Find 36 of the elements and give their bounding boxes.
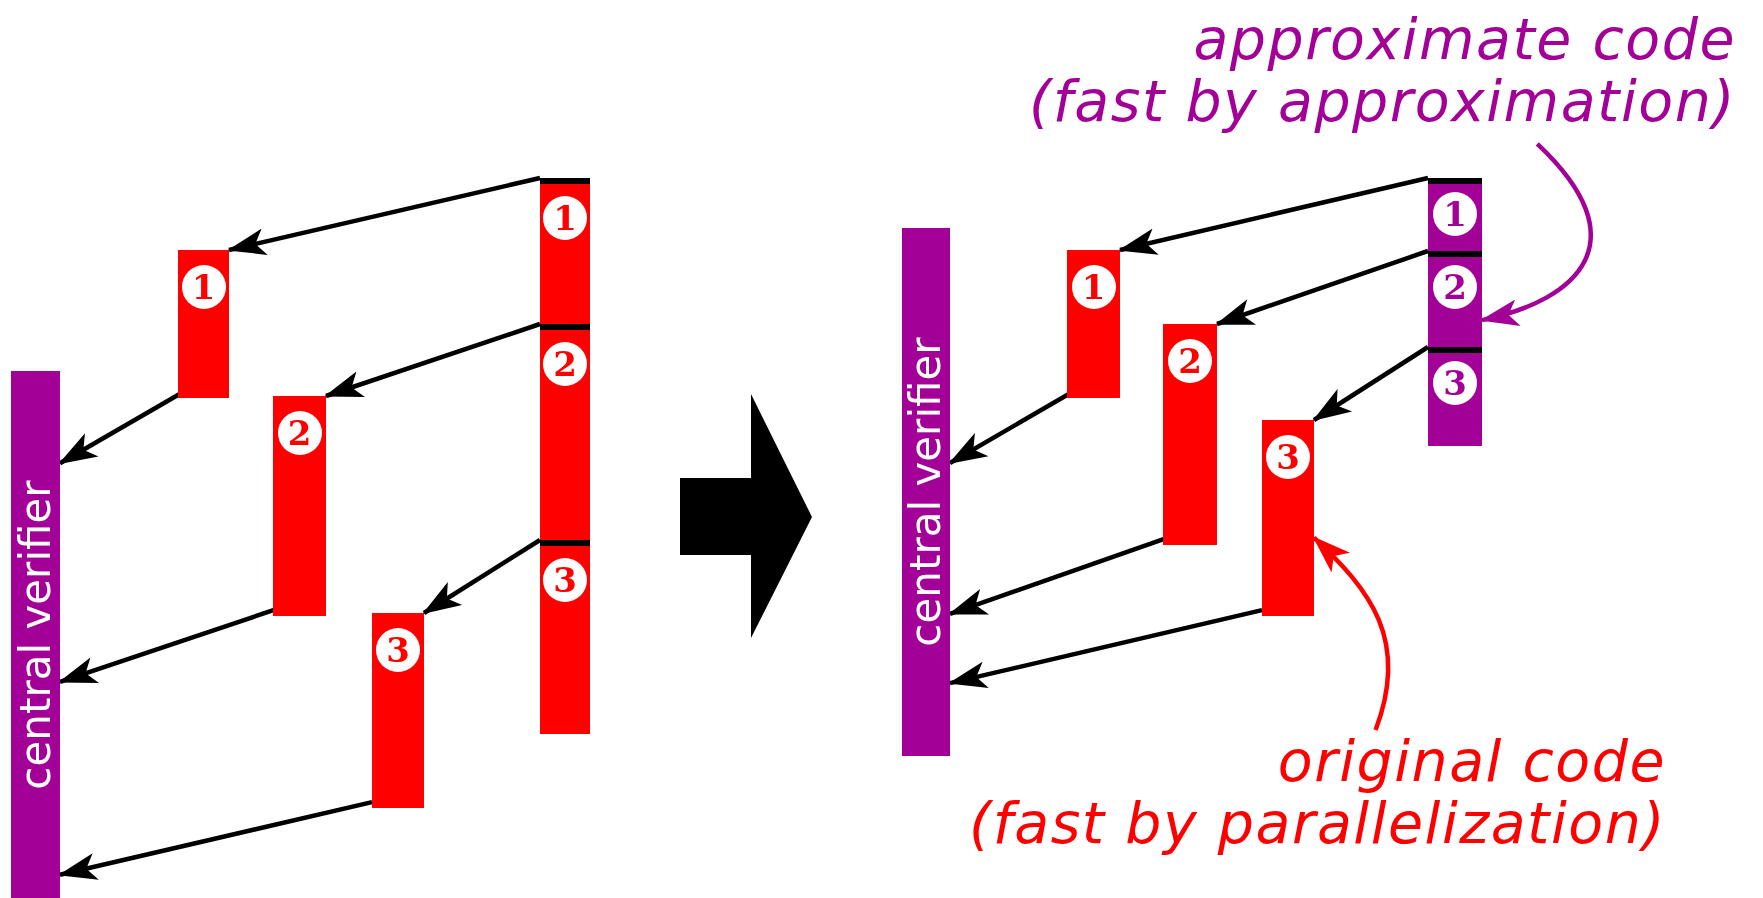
arrow bbox=[227, 175, 541, 255]
thread-segment bbox=[540, 540, 590, 734]
task-box bbox=[1262, 420, 1314, 616]
task-box bbox=[273, 396, 326, 616]
thread-segment bbox=[540, 324, 590, 540]
task-box bbox=[1163, 324, 1217, 545]
step-number: 1 bbox=[543, 196, 587, 240]
bar-label: central verifier bbox=[905, 337, 947, 647]
step-number: 3 bbox=[1266, 435, 1310, 479]
step-number: 3 bbox=[376, 628, 420, 672]
thread-segment bbox=[1428, 347, 1482, 446]
bar-label: central verifier bbox=[14, 479, 57, 790]
task-box bbox=[372, 613, 424, 808]
step-number: 2 bbox=[543, 342, 587, 386]
callout-text: (fast by approximation) bbox=[1029, 70, 1736, 132]
arrow bbox=[422, 538, 542, 615]
task-box bbox=[178, 250, 229, 398]
verifier-bar bbox=[11, 371, 60, 898]
arrow bbox=[1118, 175, 1429, 255]
step-number: 1 bbox=[1071, 265, 1116, 309]
step-number: 1 bbox=[181, 265, 226, 309]
verifier-bar bbox=[902, 228, 950, 756]
step-number: 3 bbox=[543, 558, 587, 602]
step-number: 1 bbox=[1433, 192, 1477, 236]
arrow bbox=[324, 321, 541, 399]
callout-text: original code bbox=[1277, 730, 1666, 792]
step-number: 3 bbox=[1433, 361, 1477, 405]
thread-segment bbox=[1428, 251, 1482, 347]
callout-text: approximate code bbox=[1193, 8, 1736, 70]
thread-segment bbox=[1428, 178, 1482, 251]
step-number: 2 bbox=[277, 411, 322, 455]
task-box bbox=[1067, 250, 1120, 398]
callout-text: (fast by parallelization) bbox=[968, 792, 1666, 854]
step-number: 2 bbox=[1168, 339, 1212, 383]
step-number: 2 bbox=[1433, 265, 1477, 309]
thread-segment bbox=[540, 178, 590, 324]
